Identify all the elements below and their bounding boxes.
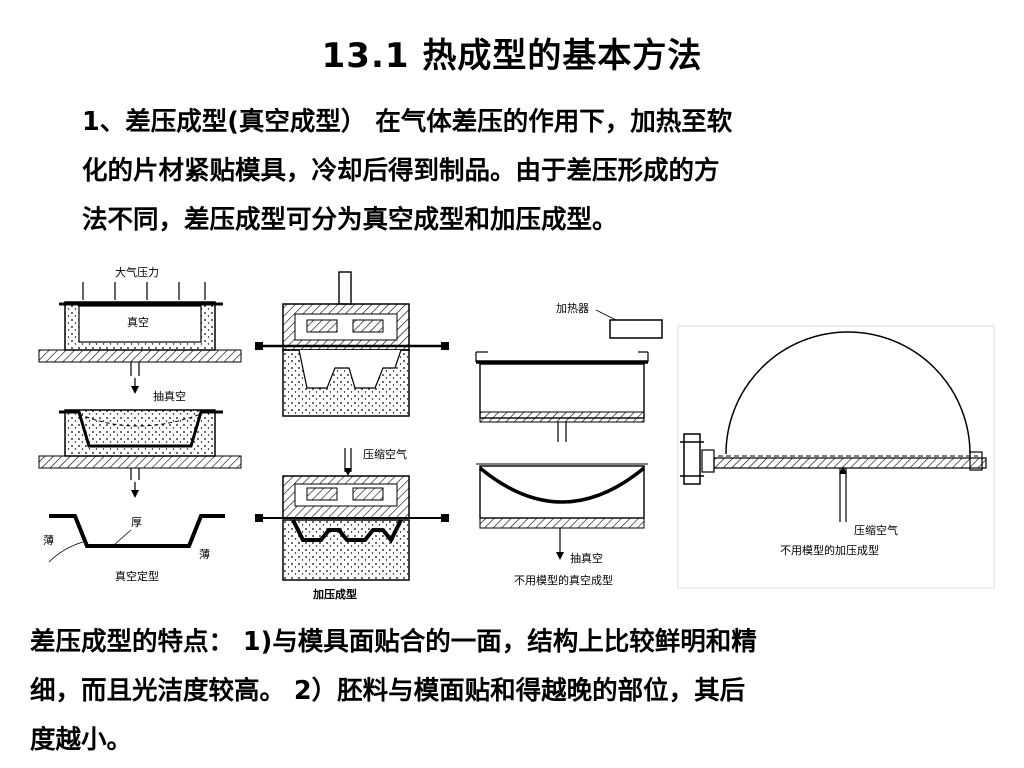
compressed-air-label-2: 压缩空气 [854, 523, 898, 537]
intro-line-2: 化的片材紧贴模具，冷却后得到制品。由于差压形成的方 [82, 156, 720, 186]
features-line-2: 细，而且光洁度较高。 2）胚料与模面贴和得越晚的部位，其后 [30, 676, 746, 706]
compressed-air-label: 压缩空气 [363, 447, 407, 461]
thin-right-label: 薄 [199, 547, 210, 561]
evacuate-label-2: 抽真空 [570, 551, 603, 565]
pressure-caption: 加压成型 [312, 587, 357, 601]
pressure-formed-sheet [291, 519, 403, 544]
sheet-mid [59, 410, 223, 448]
heater [609, 319, 663, 339]
moldless-vacuum-caption: 不用模型的真空成型 [514, 573, 613, 587]
vacuum-caption: 真空定型 [115, 569, 159, 583]
features-line-3: 度越小。 [30, 725, 133, 755]
formed-part [49, 514, 225, 548]
features-paragraph: 差压成型的特点： 1)与模具面贴合的一面，结构上比较鲜明和精 细，而且光洁度较高… [30, 618, 1010, 765]
atm-arrows [82, 282, 206, 300]
moldless-pressure-caption: 不用模型的加压成型 [780, 543, 879, 557]
intro-line-3: 法不同，差压成型可分为真空成型和加压成型。 [82, 205, 618, 235]
sagged-sheet [478, 466, 646, 504]
atm-pressure-label: 大气压力 [115, 265, 159, 279]
evacuate-label: 抽真空 [153, 389, 186, 403]
clamp [683, 433, 701, 485]
features-line-1: 差压成型的特点： 1)与模具面贴合的一面，结构上比较鲜明和精 [30, 627, 757, 657]
pressure-forming-figure: 压缩空气 加压成型 [255, 271, 449, 601]
dome [725, 331, 971, 455]
vacuum-label: 真空 [127, 315, 149, 329]
thin-left-label: 薄 [43, 533, 54, 547]
thick-label: 厚 [131, 516, 142, 529]
intro-paragraph: 1、差压成型(真空成型） 在气体差压的作用下，加热至软 化的片材紧贴模具，冷却后… [82, 98, 962, 245]
heater-label: 加热器 [556, 302, 589, 315]
vacuum-forming-figure: 大气压力 真空 抽真空 厚 薄 薄 真空定型 [38, 265, 242, 583]
intro-line-1: 1、差压成型(真空成型） 在气体差压的作用下，加热至软 [82, 107, 733, 137]
moldless-vacuum-figure: 加热器 抽真空 不用模型的真空成型 [475, 302, 663, 587]
page-title: 13.1 热成型的基本方法 [321, 36, 703, 76]
moldless-pressure-figure: 压缩空气 不用模型的加压成型 [677, 325, 995, 589]
base-plate [713, 457, 987, 469]
